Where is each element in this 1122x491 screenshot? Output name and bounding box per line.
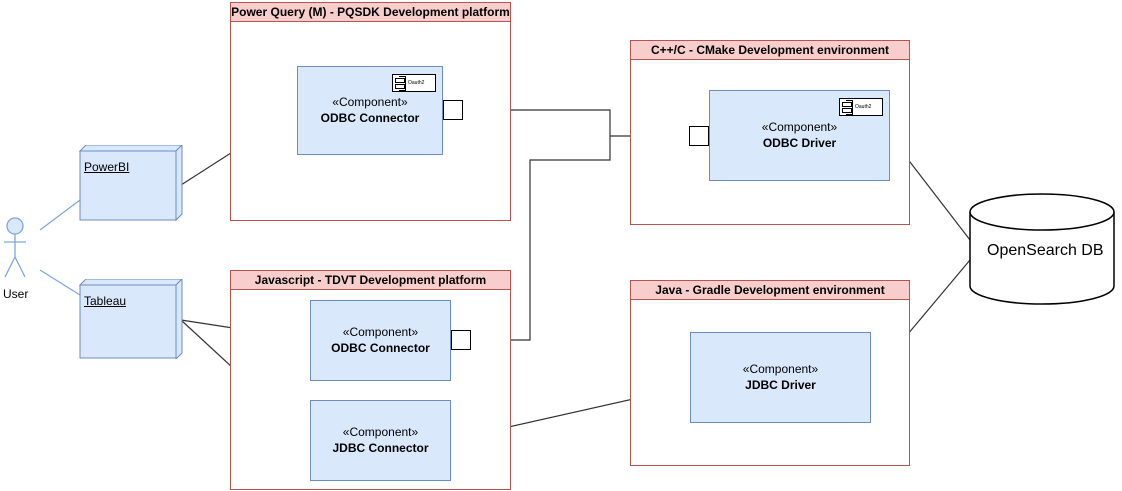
component-name: JDBC Connector xyxy=(332,441,429,455)
frame-java-title: Java - Gradle Development environment xyxy=(631,281,909,300)
node-tableau[interactable] xyxy=(78,279,188,359)
frame-power-query-title: Power Query (M) - PQSDK Development plat… xyxy=(231,3,510,22)
component-name: JDBC Driver xyxy=(745,378,816,392)
frame-javascript-title: Javascript - TDVT Development platform xyxy=(231,271,510,290)
component-name: ODBC Connector xyxy=(331,341,430,355)
user-powerbi-line xyxy=(39,199,81,231)
database-label: OpenSearch DB xyxy=(987,242,1104,259)
frame-cpp-title: C++/C - CMake Development environment xyxy=(631,41,909,60)
port-js-odbc xyxy=(451,330,471,350)
component-odbc-driver[interactable]: «Component» ODBC Driver Oauth2 xyxy=(709,90,890,181)
component-jdbc-driver[interactable]: «Component» JDBC Driver xyxy=(690,332,871,423)
component-stereotype: «Component» xyxy=(761,120,838,134)
component-pq-odbc-connector[interactable]: «Component» ODBC Connector Oauth2 xyxy=(297,66,443,155)
actor-label: User xyxy=(3,287,29,301)
component-stereotype: «Component» xyxy=(742,362,819,376)
component-stereotype: «Component» xyxy=(332,95,408,109)
node-tableau-label: Tableau xyxy=(84,294,127,308)
uml-component-icon: Oauth2 xyxy=(839,98,883,116)
uml-component-icon: Oauth2 xyxy=(392,74,436,92)
badge-label: Oauth2 xyxy=(855,104,872,110)
port-pq-odbc xyxy=(443,100,463,120)
port-odbc-driver xyxy=(689,126,709,146)
component-name: ODBC Connector xyxy=(320,111,420,125)
component-js-jdbc-connector[interactable]: «Component» JDBC Connector xyxy=(310,400,451,481)
component-stereotype: «Component» xyxy=(342,425,419,439)
pq-odbc-to-driver-line xyxy=(463,109,611,136)
user-tableau-line xyxy=(39,269,81,296)
cylinder-icon[interactable] xyxy=(968,190,1118,310)
component-js-odbc-connector[interactable]: «Component» ODBC Connector xyxy=(310,300,451,381)
node-powerbi-label: PowerBI xyxy=(84,160,130,174)
badge-label: Oauth2 xyxy=(408,80,425,86)
node-powerbi[interactable] xyxy=(78,145,188,225)
component-stereotype: «Component» xyxy=(342,325,419,339)
component-name: ODBC Driver xyxy=(762,136,837,150)
stick-figure-icon xyxy=(4,217,26,278)
